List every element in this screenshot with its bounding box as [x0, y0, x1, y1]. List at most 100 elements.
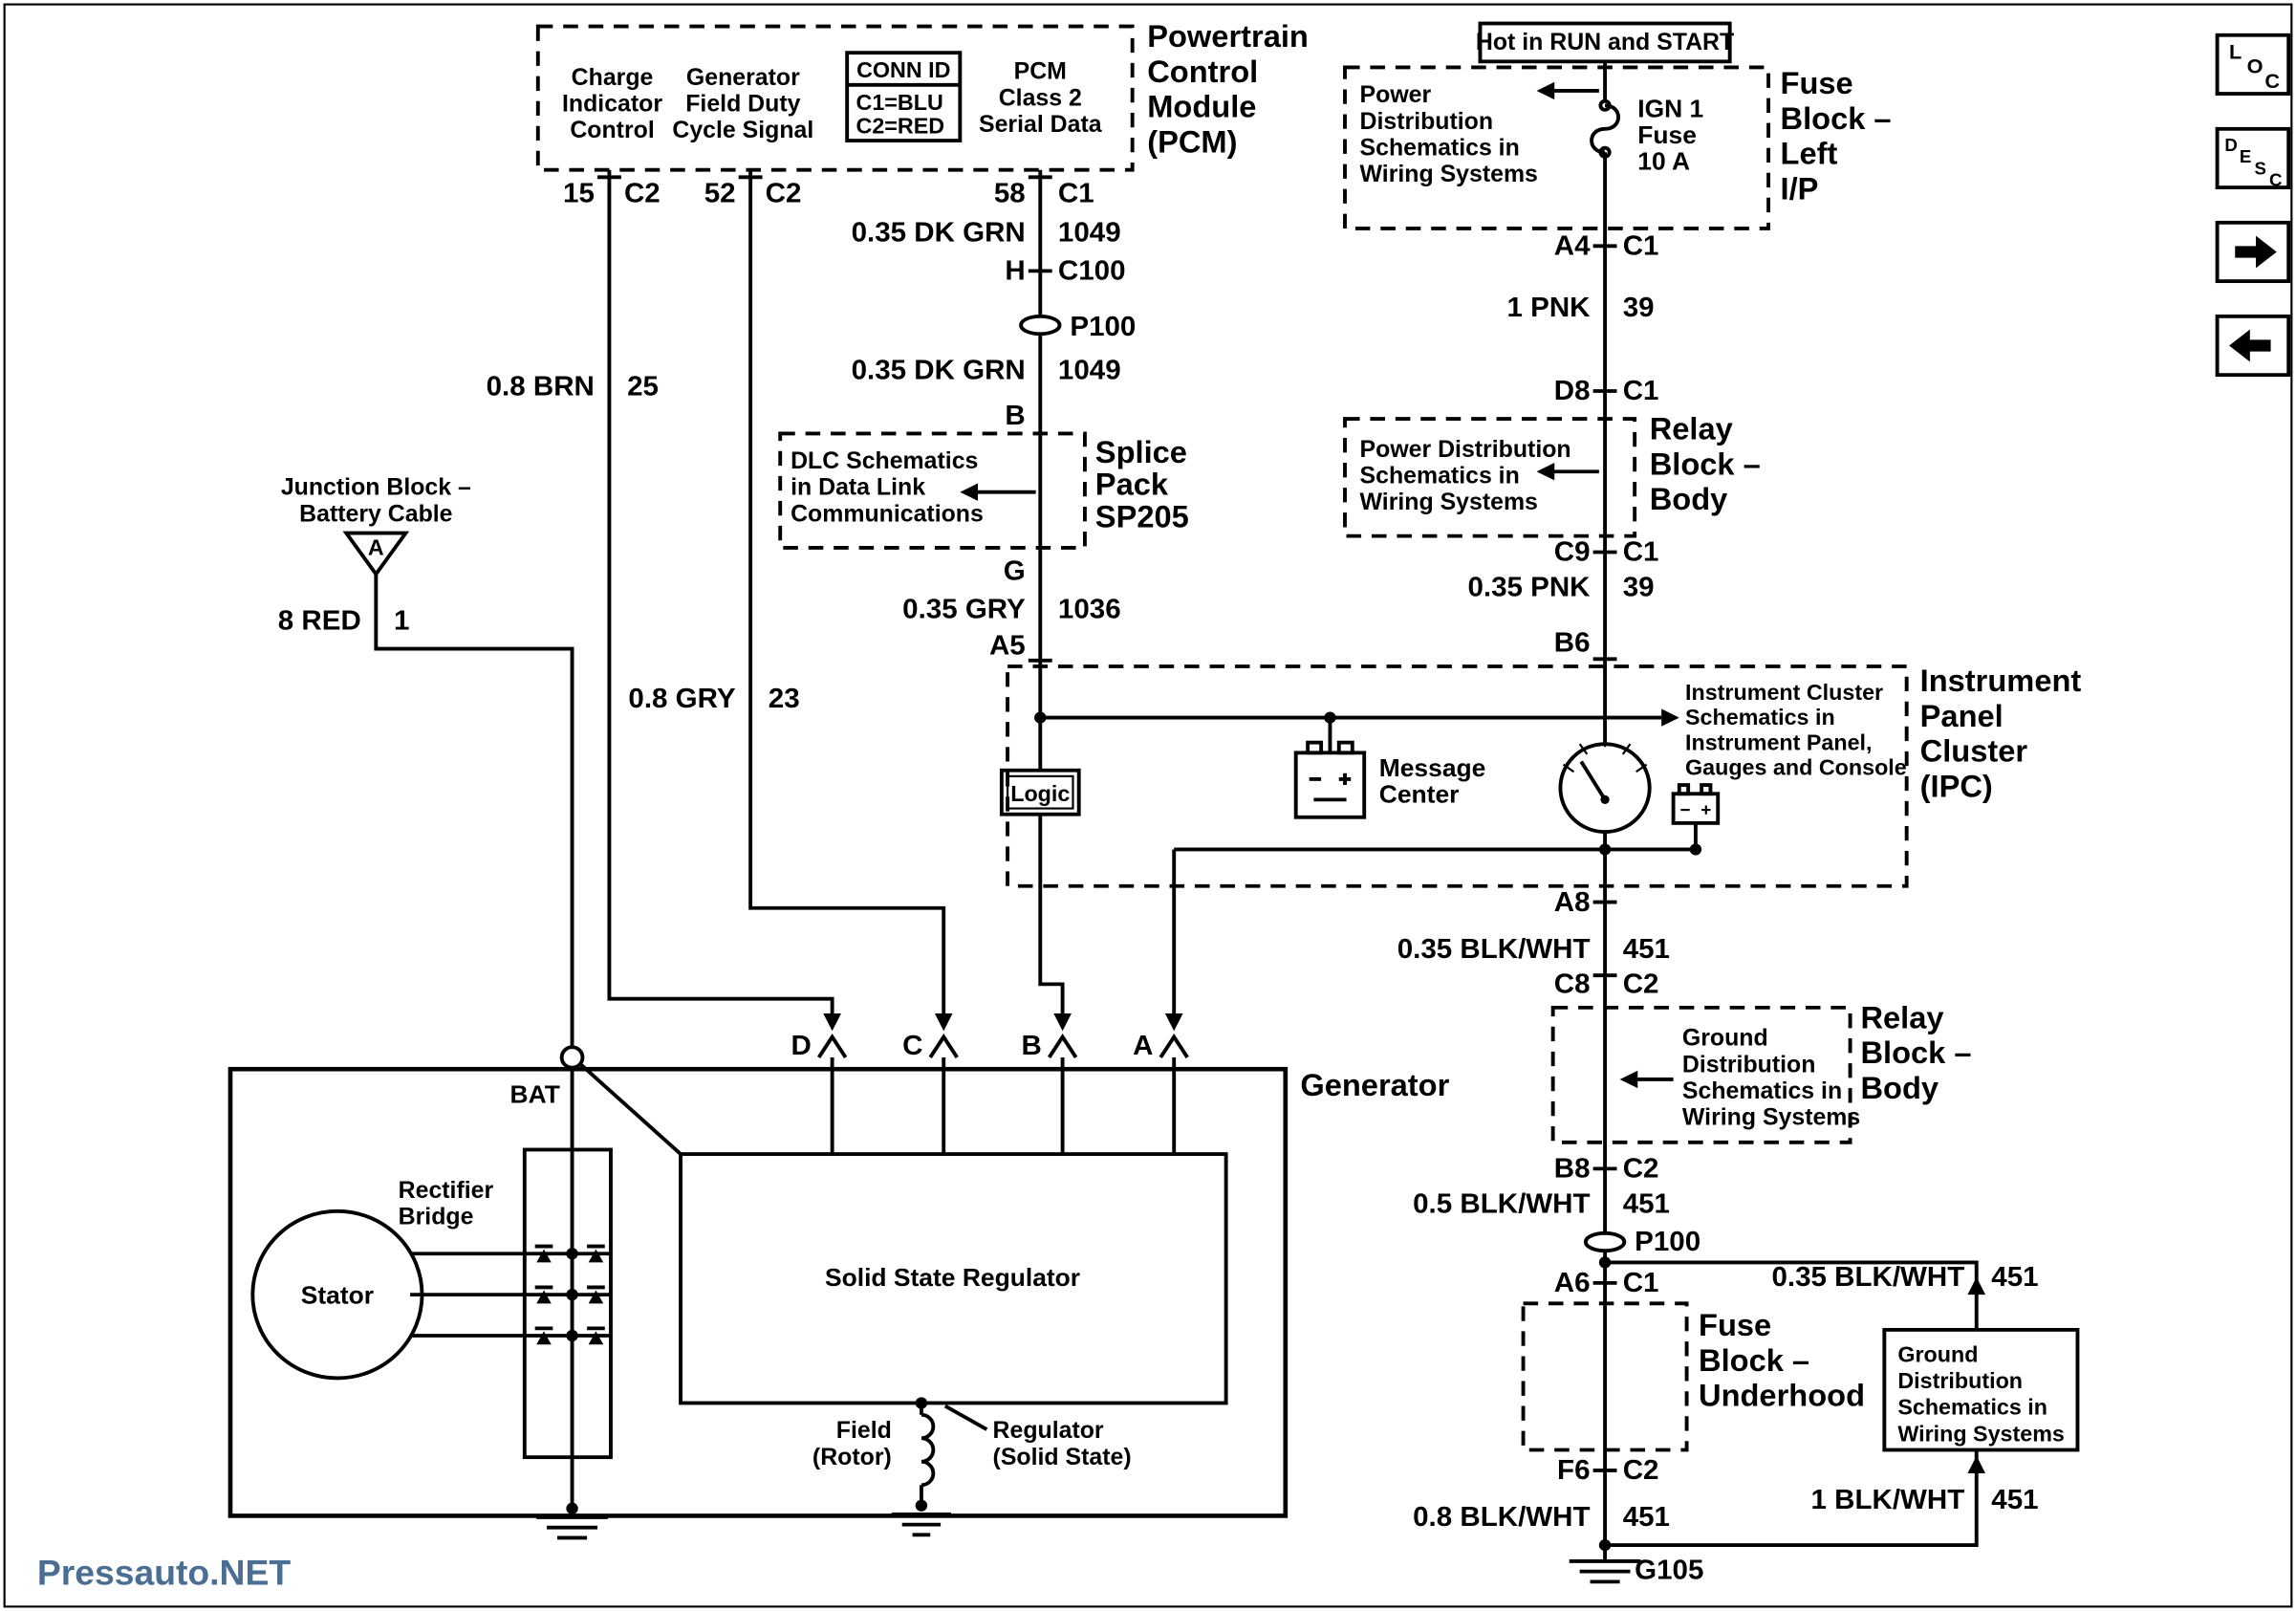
ground-dist-note-4: Wiring Systems: [1897, 1421, 2065, 1446]
ipc-note-3: Instrument Panel,: [1685, 729, 1872, 754]
wire-blkwht-d-gauge: 0.8 BLK/WHT: [1413, 1501, 1590, 1533]
conn-a6-pin: A6: [1554, 1267, 1591, 1298]
field-rotor-coil-icon: [891, 1397, 952, 1537]
arrow-left-icon: [2229, 329, 2271, 362]
grommet-p100-label: P100: [1070, 311, 1136, 342]
splice-title-2: Pack: [1095, 468, 1169, 502]
nav-prev-button[interactable]: [2215, 314, 2291, 378]
field-label-2: (Rotor): [812, 1445, 892, 1470]
field-duty-label-3: Cycle Signal: [672, 118, 813, 143]
relay-block2-title-2: Block –: [1860, 1035, 1971, 1070]
relay-ground-note-2: Distribution: [1682, 1052, 1816, 1078]
ipc-note: Instrument Cluster: [1685, 680, 1883, 705]
pcm-module: Powertrain Control Module (PCM) Charge I…: [535, 19, 1309, 209]
pin-52-conn: C2: [766, 178, 802, 209]
desc-letter-s: S: [2254, 158, 2265, 178]
charge-telltale-battery-icon: [1671, 783, 1721, 825]
ipc-note-4: Gauges and Console: [1685, 754, 1907, 779]
message-center-label: Message: [1379, 753, 1486, 782]
power-dist-note-2: Distribution: [1360, 109, 1494, 135]
stator-label: Stator: [301, 1280, 374, 1309]
dlc-arrow-icon: [960, 483, 978, 501]
dlc-note-2: in Data Link: [791, 475, 925, 501]
message-center-label-2: Center: [1379, 780, 1460, 809]
nav-loc-button[interactable]: L O C: [2215, 33, 2291, 96]
conn-a4: C1: [1623, 230, 1659, 262]
ignition-feed-labels: A4 C1 1 PNK 39 D8 C1: [1507, 230, 1659, 406]
conn-f6: C2: [1623, 1454, 1659, 1486]
pin-15-conn: C2: [624, 178, 661, 209]
regulator-label: Solid State Regulator: [825, 1263, 1080, 1292]
grommet-p100-icon: [1019, 314, 1062, 337]
generator: Generator BAT D C B A Stator Rectifier B…: [227, 1013, 1450, 1540]
wire-blkwht-b-circuit: 451: [1623, 1188, 1670, 1220]
logic-label: Logic: [1010, 781, 1070, 806]
fuse-block-left-ip: Power Distribution Schematics in Wiring …: [1343, 65, 1892, 230]
pin-52: 52: [704, 178, 736, 209]
conn-c100: C100: [1058, 255, 1126, 287]
charge-indicator-label-2: Indicator: [562, 92, 662, 118]
bat-label: BAT: [510, 1080, 560, 1109]
field-duty-label-2: Field Duty: [685, 92, 800, 118]
wire-brn-gauge: 0.8 BRN: [487, 371, 595, 403]
power-dist-note: Power: [1360, 82, 1432, 108]
nav-desc-button[interactable]: D E S C: [2215, 126, 2291, 190]
conn-b8: C2: [1623, 1153, 1659, 1185]
relay-block-title: Relay: [1650, 412, 1733, 446]
ipc-note-2: Schematics in: [1685, 705, 1835, 729]
conn-f6-pin: F6: [1557, 1454, 1590, 1486]
splice-pin-g: G: [1004, 555, 1026, 587]
conn-a8: A8: [1554, 886, 1591, 918]
relay-ground-note-3: Schematics in: [1682, 1078, 1842, 1104]
ref-arrow-icon: [1536, 463, 1555, 481]
wire-blkwht-e-circuit: 451: [1991, 1484, 2038, 1515]
ipc-ground-labels: A8 0.35 BLK/WHT 451 C8 C2: [1397, 886, 1670, 1000]
arrow-up-icon: [1967, 1276, 1986, 1295]
ground-dist-note: Ground: [1897, 1342, 1978, 1367]
grommet-p100b-label: P100: [1635, 1226, 1700, 1257]
ipc-title: Instrument: [1920, 664, 2082, 698]
junction-title-2: Battery Cable: [299, 501, 452, 527]
g105-ground: F6 C2 0.8 BLK/WHT 451 1 BLK/WHT 451 G105: [1413, 1454, 2038, 1585]
nav-next-button[interactable]: [2215, 220, 2291, 284]
charge-indicator-label: Charge: [572, 65, 654, 91]
conn-c9: C1: [1623, 536, 1659, 568]
power-dist-note-3: Schematics in: [1360, 136, 1520, 162]
desc-letter-d: D: [2224, 135, 2237, 155]
loc-letter-o: O: [2247, 54, 2264, 78]
pnk-wire-labels: C9 C1 0.35 PNK 39 B6: [1467, 536, 1658, 659]
fuse-block-left-title-3: Left: [1781, 137, 1838, 171]
splice-pin-b: B: [1005, 400, 1025, 431]
fuse-block-underhood: Fuse Block – Underhood: [1521, 1301, 1865, 1452]
ref-arrow-right-icon: [1661, 708, 1679, 727]
hot-label: Hot in RUN and START: [1476, 30, 1734, 55]
wire-blkwht-c-gauge: 0.35 BLK/WHT: [1771, 1261, 1964, 1293]
pcm-output-wire-labels: 0.8 BRN 25 0.8 GRY 23: [487, 371, 800, 714]
wire-dkgrn-circuit: 1049: [1058, 217, 1121, 249]
ground-symbol-bridge-icon: [536, 1502, 608, 1540]
fuse-name: IGN 1: [1637, 95, 1703, 123]
junction-block: Junction Block – Battery Cable A 8 RED 1: [278, 475, 471, 637]
relay-block2-title: Relay: [1860, 1001, 1943, 1035]
conn-d8: C1: [1623, 375, 1659, 406]
stator-icon: [250, 1208, 424, 1381]
gauge-icon: [1558, 734, 1652, 834]
serial-data-label-2: Class 2: [999, 85, 1082, 111]
relay-ground-note: Ground: [1682, 1026, 1768, 1052]
desc-letter-c: C: [2269, 170, 2282, 190]
dlc-note: DLC Schematics: [791, 448, 978, 474]
pcm-title-4: (PCM): [1147, 125, 1237, 160]
wire-pnk2-circuit: 39: [1623, 572, 1655, 603]
generator-terminals: D C B A: [791, 1013, 1189, 1061]
ipc-title-4: (IPC): [1920, 770, 1993, 804]
message-center-battery-icon: [1293, 740, 1367, 819]
power-dist-note-4: Wiring Systems: [1360, 162, 1538, 187]
relay-block-title-2: Block –: [1650, 447, 1761, 482]
terminal-a-label: A: [1133, 1030, 1153, 1061]
wire-dkgrn2-gauge: 0.35 DK GRN: [852, 355, 1026, 386]
wire-blkwht-c-circuit: 451: [1991, 1261, 2038, 1293]
splice-title-3: SP205: [1095, 500, 1189, 534]
generator-title: Generator: [1300, 1068, 1449, 1102]
instrument-panel-cluster: Instrument Panel Cluster (IPC) Instrumen…: [999, 664, 2082, 888]
